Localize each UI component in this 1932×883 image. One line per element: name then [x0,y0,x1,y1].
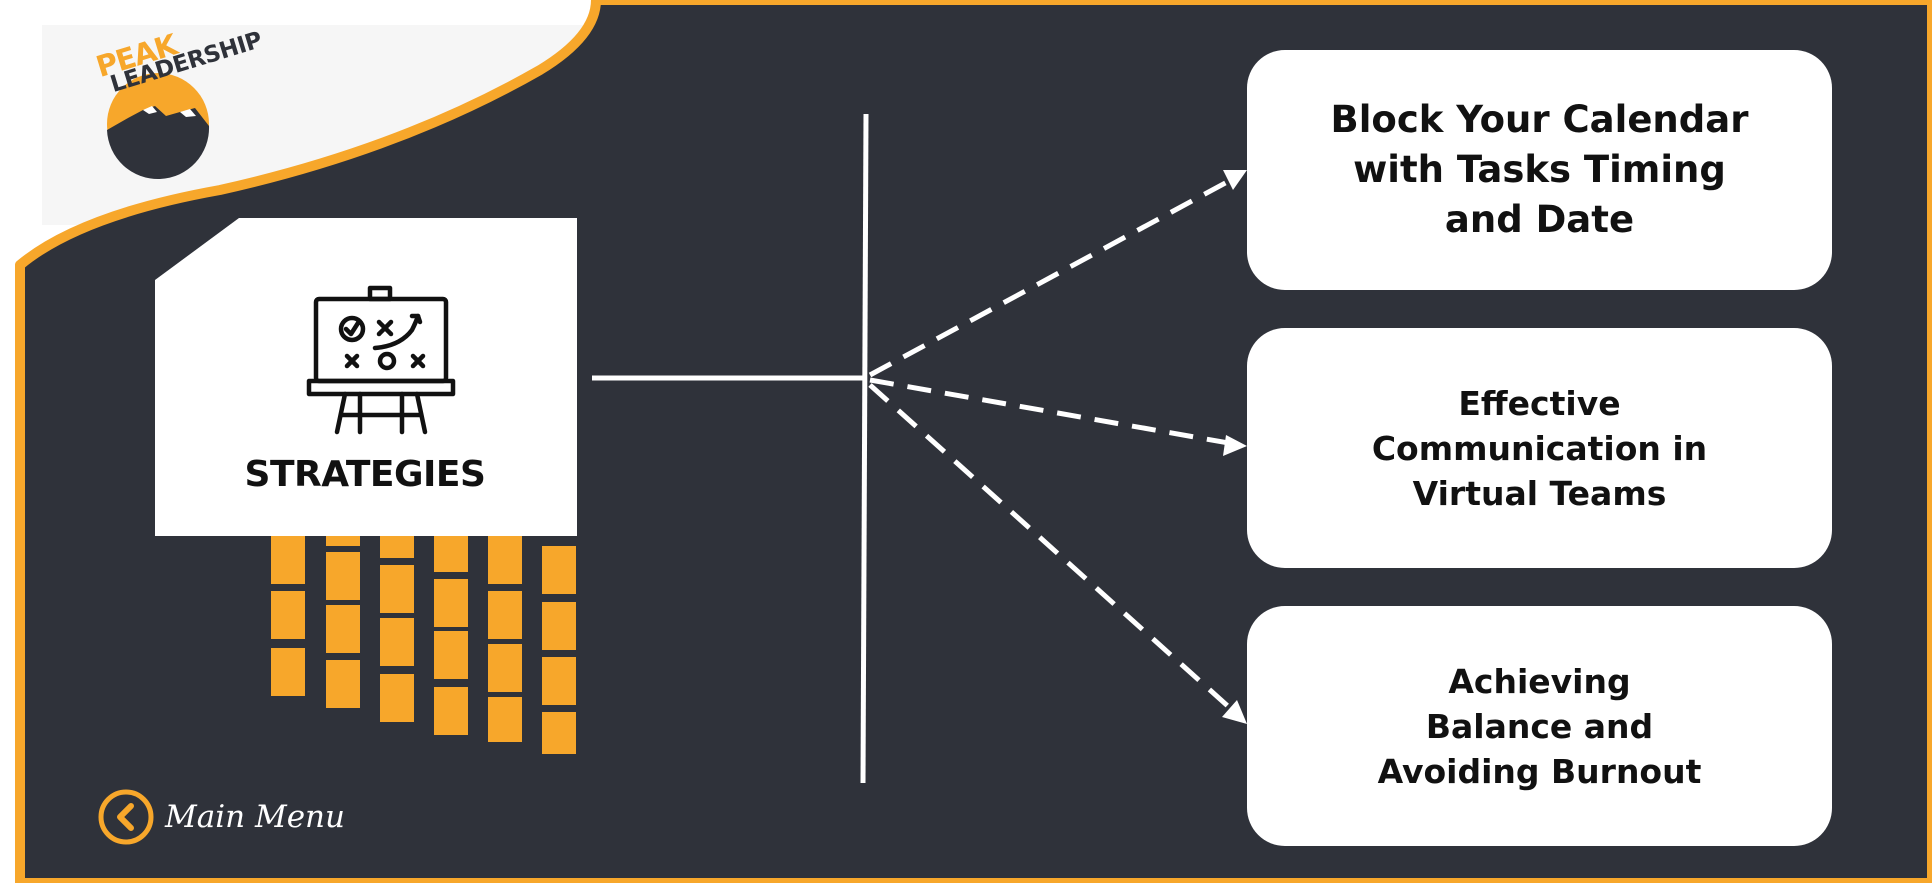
strategy-board-icon [306,285,456,435]
chevron-left-icon [98,789,154,845]
mountain-sun-icon [107,73,210,180]
arrow-heads [1222,170,1247,724]
connector-vertical [860,113,869,784]
main-menu-label: Main Menu [165,799,345,835]
branch-card-communication: Effective Communication in Virtual Teams [1247,328,1832,568]
dashed-arrows [868,172,1242,719]
branch-card-text: Block Your Calendar with Tasks Timing an… [1330,98,1749,241]
branch-card-balance: Achieving Balance and Avoiding Burnout [1247,606,1832,846]
main-menu-button[interactable]: Main Menu [97,787,345,847]
decorative-blocks [271,536,576,754]
strategies-label: STRATEGIES [244,454,486,495]
strategies-box [155,218,577,536]
branch-card-text: Effective Communication in Virtual Teams [1371,383,1708,513]
branch-card-text: Achieving Balance and Avoiding Burnout [1377,661,1702,791]
branch-card-calendar: Block Your Calendar with Tasks Timing an… [1247,50,1832,290]
